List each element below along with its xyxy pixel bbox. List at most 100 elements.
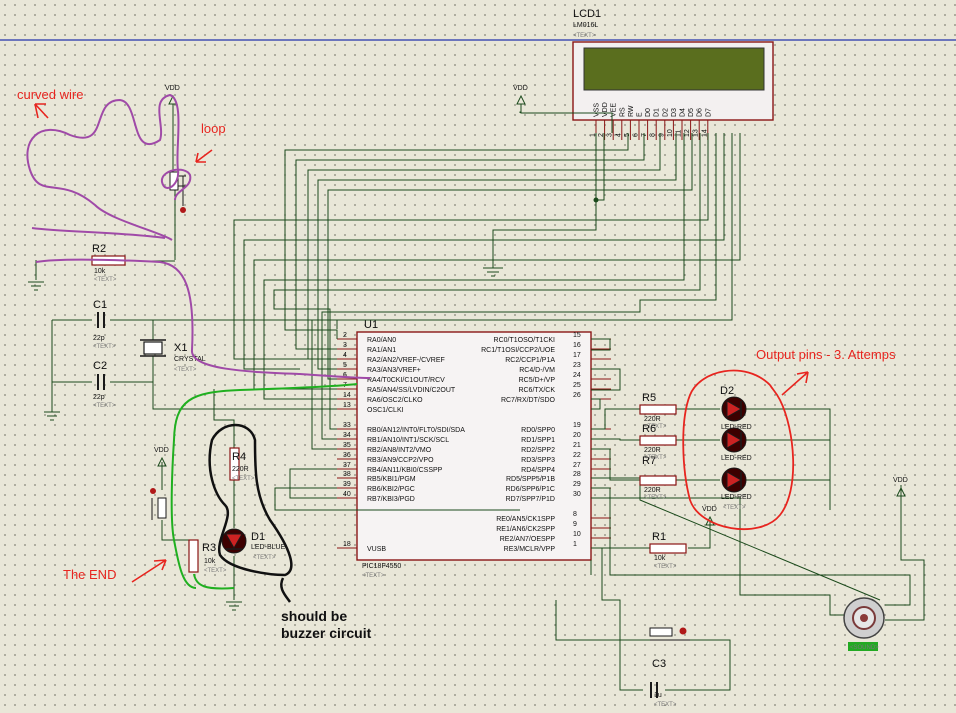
- svg-text:21: 21: [573, 442, 581, 449]
- svg-text:36: 36: [343, 452, 351, 459]
- annotation-curved-wire: curved wire: [17, 87, 83, 102]
- r6-value: 220R: [644, 447, 661, 454]
- d1-ref: D1: [251, 531, 265, 543]
- d2-value: LED-RED: [721, 424, 752, 431]
- svg-text:5: 5: [343, 362, 347, 369]
- lcd-screen: [583, 47, 765, 91]
- switch-bottom-left[interactable]: [150, 488, 167, 520]
- svg-text:OSC1/CLKI: OSC1/CLKI: [367, 407, 404, 414]
- svg-text:14: 14: [343, 392, 351, 399]
- r3-value: 10k: [204, 558, 216, 565]
- mcu-right-pins: 15RC0/T1OSO/T1CKI16RC1/T1OSI/CCP2/UOE17R…: [481, 332, 611, 553]
- svg-text:E: E: [637, 112, 644, 117]
- svg-text:D2: D2: [662, 108, 669, 117]
- svg-text:29: 29: [573, 481, 581, 488]
- x1-crystal[interactable]: [140, 339, 166, 357]
- buzzer-speaker[interactable]: [843, 597, 885, 651]
- r1-ref: R1: [652, 531, 666, 543]
- r4-value: 220R: [232, 466, 249, 473]
- lcd-ref: LCD1: [573, 8, 601, 20]
- r7-resistor[interactable]: [639, 475, 677, 486]
- svg-text:D0: D0: [645, 108, 652, 117]
- r6-tag: <TEXT>: [644, 455, 667, 461]
- svg-text:D5: D5: [688, 108, 695, 117]
- mcu-vusb-pin: 18 VUSB: [337, 541, 386, 553]
- c3-capacitor[interactable]: [650, 682, 658, 698]
- svg-text:VUSB: VUSB: [367, 546, 386, 553]
- svg-text:7: 7: [641, 133, 648, 137]
- curved-wire-arrow: [34, 103, 49, 119]
- svg-text:RC5/D+/VP: RC5/D+/VP: [519, 377, 556, 384]
- r5-value: 220R: [644, 416, 661, 423]
- r2-ref: R2: [92, 243, 106, 255]
- reset-switch-mclr[interactable]: [649, 627, 690, 641]
- d4-led[interactable]: [721, 467, 747, 493]
- d1-tag: <TEXT>: [253, 555, 276, 561]
- r1-resistor[interactable]: [649, 543, 687, 554]
- svg-text:RA4/T0CKI/C1OUT/RCV: RA4/T0CKI/C1OUT/RCV: [367, 377, 445, 384]
- svg-text:D4: D4: [680, 108, 687, 117]
- buzzer-tag: <SOUND>: [850, 645, 879, 651]
- svg-text:VSS: VSS: [594, 103, 601, 117]
- r6-resistor[interactable]: [639, 435, 677, 446]
- r1-tag: <TEXT>: [654, 564, 677, 570]
- mcu-ref: U1: [364, 319, 378, 331]
- d3-led[interactable]: [721, 427, 747, 453]
- c2-capacitor[interactable]: [97, 374, 105, 390]
- reset-switch-top[interactable]: [169, 171, 186, 213]
- svg-text:RD2/SPP2: RD2/SPP2: [521, 447, 555, 454]
- svg-text:40: 40: [343, 491, 351, 498]
- svg-text:RB0/AN12/INT0/FLT0/SDI/SDA: RB0/AN12/INT0/FLT0/SDI/SDA: [367, 427, 465, 434]
- svg-text:RE1/AN6/CK2SPP: RE1/AN6/CK2SPP: [496, 526, 555, 533]
- c3-ref: C3: [652, 658, 666, 670]
- d1-led[interactable]: [221, 528, 247, 554]
- svg-text:37: 37: [343, 462, 351, 469]
- svg-text:RW: RW: [628, 105, 635, 117]
- r5-resistor[interactable]: [639, 404, 677, 415]
- r5-tag: <TEXT>: [644, 424, 667, 430]
- r7-value: 220R: [644, 487, 661, 494]
- c1-capacitor[interactable]: [97, 312, 105, 328]
- svg-text:RD5/SPP5/P1B: RD5/SPP5/P1B: [506, 476, 555, 483]
- vdd-symbol: VDD: [893, 477, 908, 502]
- r6-ref: R6: [642, 423, 656, 435]
- svg-text:9: 9: [573, 521, 577, 528]
- svg-text:RD4/SPP4: RD4/SPP4: [521, 467, 555, 474]
- d2-led[interactable]: [721, 396, 747, 422]
- svg-text:4: 4: [615, 133, 622, 137]
- svg-text:D3: D3: [671, 108, 678, 117]
- lcd-pin-rw: RW5: [624, 105, 635, 140]
- lcd-pin-d0: D0 7: [641, 108, 652, 140]
- vdd-symbol: VDD: [513, 85, 528, 110]
- lcd-text-tag: <TEXT>: [573, 33, 596, 39]
- r3-resistor[interactable]: [188, 539, 199, 573]
- svg-text:RC4/D-/VM: RC4/D-/VM: [519, 367, 555, 374]
- r1-value: 10k: [654, 555, 666, 562]
- svg-text:2: 2: [343, 332, 347, 339]
- svg-text:VDD: VDD: [513, 85, 528, 92]
- buzzer-circle-pointer: [280, 577, 292, 603]
- svg-text:10: 10: [667, 129, 674, 137]
- svg-text:RD0/SPP0: RD0/SPP0: [521, 427, 555, 434]
- r7-tag: <TEXT>: [644, 495, 667, 501]
- svg-text:RB4/AN11/KBI0/CSSPP: RB4/AN11/KBI0/CSSPP: [367, 467, 443, 474]
- buzzer-circle-mark: [208, 423, 293, 577]
- svg-text:10: 10: [573, 531, 581, 538]
- r4-resistor[interactable]: [229, 447, 240, 481]
- svg-text:RC6/TX/CK: RC6/TX/CK: [518, 387, 555, 394]
- svg-text:VDD: VDD: [893, 477, 908, 484]
- svg-text:14: 14: [701, 129, 708, 137]
- mcu-body[interactable]: [356, 331, 592, 561]
- svg-text:RB7/KBI3/PGD: RB7/KBI3/PGD: [367, 496, 415, 503]
